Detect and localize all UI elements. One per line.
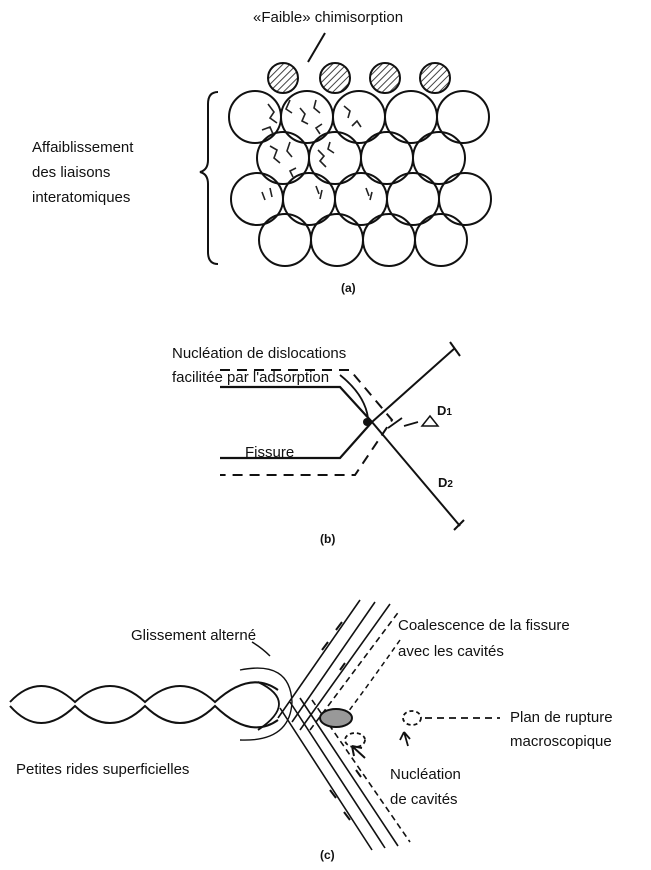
- adsorbed-atoms: [267, 62, 451, 94]
- lattice-atom: [258, 213, 312, 267]
- nucleation-leader: [339, 374, 369, 419]
- dislocation-d1-arrow: [449, 341, 461, 357]
- dislocation-d1-line: [371, 347, 456, 423]
- cavity-arrow: [351, 745, 366, 759]
- adsorption-label: «Faible» chimisorption: [253, 9, 404, 26]
- d1-letter: D: [437, 403, 447, 418]
- lattice-atom: [308, 131, 362, 185]
- panel-b: Nucléation de dislocations facilitée par…: [0, 330, 651, 560]
- dislocation-d2-arrow: [453, 519, 465, 531]
- adsorbed-atom: [319, 62, 351, 94]
- crack-label: Fissure: [245, 444, 295, 461]
- lattice-atom: [384, 90, 438, 144]
- crack-tip-curve: [257, 681, 280, 731]
- d2-subscript: 2: [447, 479, 453, 490]
- nucleated-cavity: [344, 732, 366, 748]
- coalescence-label-line1: Coalescence de la fissure: [398, 617, 570, 634]
- adsorbed-atom: [369, 62, 401, 94]
- rupture-arrow: [399, 731, 411, 747]
- crack-cavity-diagram: [9, 599, 500, 851]
- weakening-label-line2: des liaisons: [32, 164, 111, 181]
- weakened-bond-marks: [261, 99, 373, 201]
- slip-band-marks: [321, 621, 362, 821]
- dislocation-d1-label: D1: [437, 401, 452, 422]
- lattice-atom: [436, 90, 490, 144]
- lattice-atom: [228, 90, 282, 144]
- atomic-lattice-diagram: [199, 32, 492, 267]
- slip-label: Glissement alterné: [131, 627, 257, 644]
- brace: [199, 91, 219, 265]
- lattice-atom: [256, 131, 310, 185]
- caption-a: (a): [341, 281, 356, 295]
- dislocation-d2-line: [371, 421, 461, 527]
- lattice-atom: [282, 172, 336, 226]
- cavity-label-line2: de cavités: [390, 791, 458, 808]
- crack-tip-arc: [239, 667, 293, 741]
- crack-lower-edge: [9, 704, 279, 729]
- lattice-atom: [386, 172, 440, 226]
- ripples-label: Petites rides superficielles: [16, 761, 190, 778]
- crack-tip: [363, 418, 371, 426]
- lattice-atoms: [228, 90, 492, 267]
- lattice-atom: [280, 90, 334, 144]
- lattice-atom: [334, 172, 388, 226]
- coalesced-cavity: [319, 708, 353, 728]
- lattice-atom: [310, 213, 364, 267]
- crack-upper-edge: [9, 681, 279, 704]
- nucleation-label-line2: facilitée par l'adsorption: [172, 369, 330, 386]
- triangle-marker: [420, 414, 440, 427]
- dashed-outline: [220, 369, 394, 476]
- adsorbed-atom: [267, 62, 299, 94]
- panel-a: «Faible» chimisorption Affaiblissement d…: [0, 0, 651, 300]
- lattice-atom: [412, 131, 466, 185]
- dislocation-d2-label: D2: [438, 473, 453, 494]
- rupture-label-line1: Plan de rupture: [510, 709, 613, 726]
- lattice-atom: [414, 213, 468, 267]
- adsorption-leader-line: [307, 32, 326, 63]
- d2-letter: D: [438, 475, 448, 490]
- lattice-atom: [230, 172, 284, 226]
- weakening-label-line3: interatomiques: [32, 189, 131, 206]
- slip-leader: [251, 641, 271, 657]
- crack-dislocation-diagram: [220, 341, 465, 531]
- weakening-label-line1: Affaiblissement: [32, 139, 134, 156]
- d1-subscript: 1: [446, 407, 452, 418]
- cavity-label-line1: Nucléation: [390, 766, 461, 783]
- slip-bands: [277, 599, 411, 851]
- lattice-atom: [332, 90, 386, 144]
- coalescence-leader: [347, 639, 401, 713]
- lattice-atom: [362, 213, 416, 267]
- rupture-cavity: [402, 710, 422, 726]
- crack-outline: [220, 385, 374, 460]
- panel-c: Glissement alterné Coalescence de la fis…: [0, 590, 651, 870]
- nucleation-label-line1: Nucléation de dislocations: [172, 345, 347, 362]
- caption-c: (c): [320, 848, 335, 862]
- lattice-atom: [438, 172, 492, 226]
- tip-dashes: [387, 417, 419, 429]
- rupture-label-line2: macroscopique: [510, 733, 612, 750]
- adsorbed-atom: [419, 62, 451, 94]
- coalescence-label-line2: avec les cavités: [398, 643, 504, 660]
- lattice-atom: [360, 131, 414, 185]
- caption-b: (b): [320, 532, 336, 546]
